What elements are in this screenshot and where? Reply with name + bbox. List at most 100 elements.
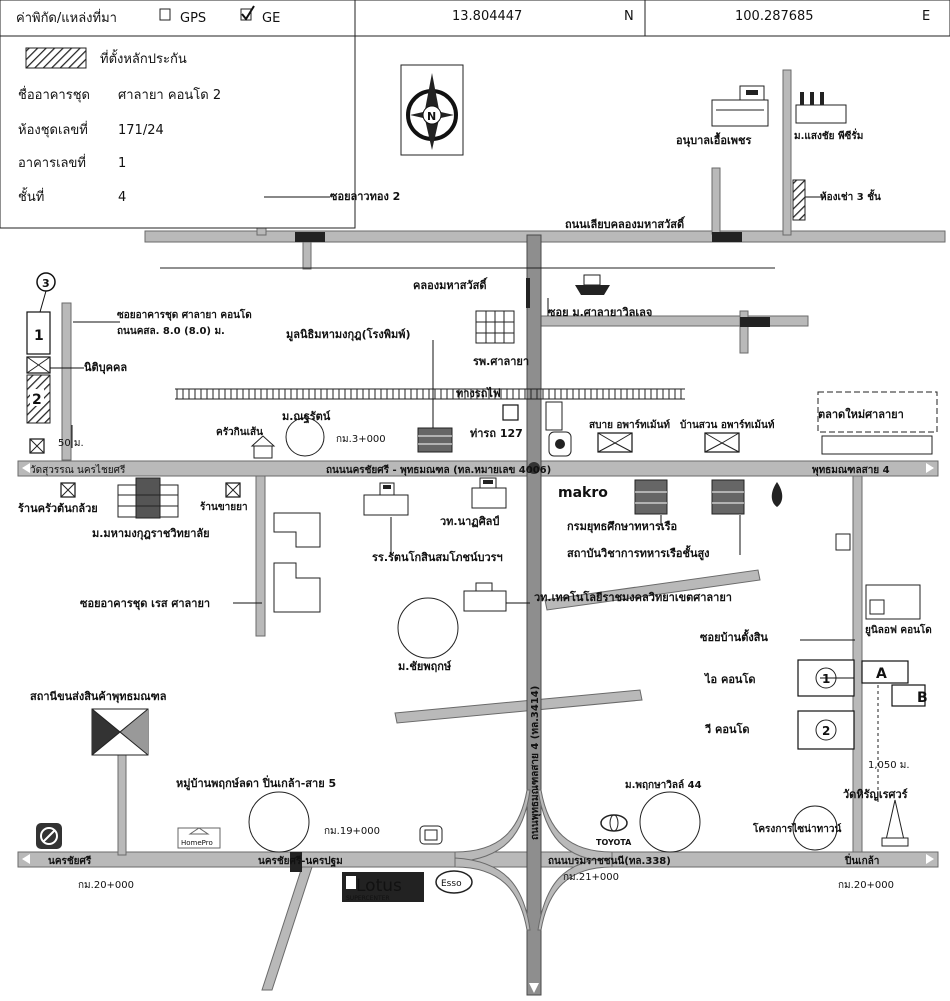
label-main-road: ถนนนครชัยศรี - พุทธมณฑล (ทล.หมายเลข 4006…: [326, 464, 551, 476]
info-row-value: 1: [118, 156, 126, 171]
label-soi-salaya-village: ซอย ม.ศาลายาวิลเลจ: [548, 306, 652, 319]
label-rph-salaya: รพ.ศาลายา: [473, 355, 529, 368]
label-khrua-kin-sen: ครัวกินเส้น: [216, 426, 263, 438]
circle-1-label: 1: [822, 672, 830, 686]
roads: [17, 69, 946, 996]
ge-label: GE: [262, 11, 280, 26]
road-soi-anuban: [711, 167, 721, 235]
label-liap-khlong: ถนนเลียบคลองมหาสวัสดิ์: [565, 216, 686, 231]
canal-and-rail: [160, 267, 775, 400]
gps-checkbox[interactable]: [159, 8, 171, 21]
road-soi-hong-chao: [782, 69, 792, 236]
legend-label: ที่ตั้งหลักประกัน: [100, 49, 187, 67]
compass-icon: N: [400, 64, 464, 156]
label-rail: ทางรถไฟ: [456, 386, 501, 400]
label-khrongkan: โครงการไซน่าทาวน์: [752, 822, 841, 835]
apartment-icon: [704, 432, 740, 453]
toyota-logo-icon: TOYOTA: [596, 814, 632, 847]
shop-icon: [60, 482, 76, 498]
label-sai4: พุทธมณฑลสาย 4: [812, 465, 890, 476]
coord-label: ค่าพิกัด/แหล่งที่มา: [16, 9, 117, 26]
building-a-box: [861, 660, 909, 684]
lon-value: 100.287685: [735, 9, 814, 24]
hospital-icon: [475, 310, 515, 344]
road-phutthamonthon-sai4: [526, 234, 542, 996]
label-borommaratchachonnani: ถนนบรมราชชนนี(ทล.338): [548, 855, 671, 867]
homepro-label: HomePro: [181, 839, 213, 847]
label-m-mahamongkut: ม.มหามงกุฎราชวิทยาลัย: [92, 527, 210, 541]
esso-logo-icon: Esso: [435, 870, 473, 894]
label-soi-ban-tang-sin: ซอยบ้านตั้งสิน: [700, 629, 768, 644]
label-talat-mai: ตลาดใหม่ศาลายา: [818, 407, 904, 421]
info-row-value: 4: [118, 190, 126, 205]
lat-dir: N: [624, 9, 634, 24]
info-row-value: 171/24: [118, 123, 164, 138]
label-m-chaiyaphruek: ม.ชัยพฤกษ์: [398, 660, 452, 673]
hatch-legend-icon: [25, 47, 87, 69]
label-nitibukkhon: นิติบุคคล: [84, 361, 127, 375]
road-interchange-left: [454, 789, 531, 863]
info-row-label: อาคารเลขที่: [18, 154, 86, 171]
village-circle: [248, 791, 310, 853]
label-ban-suan: บ้านสวน อพาร์ทเม้นท์: [680, 419, 775, 431]
navy-building-icon: [711, 479, 745, 515]
apartment-icon: [597, 432, 633, 453]
label-sathani: สถานีขนส่งสินค้าพุทธมณฑล: [30, 690, 167, 704]
lon-dir: E: [922, 9, 930, 24]
village-circle: [397, 597, 459, 659]
condo-rise-outline: [273, 512, 321, 548]
label-soi-condo-salaya: ซอยอาคารชุด ศาลายา คอนโด: [117, 308, 252, 321]
building-b-box: [891, 684, 926, 707]
circle-2-label: 2: [822, 724, 830, 738]
label-nakhon-chaisi-sai: นครชัยศรี-นครปฐม: [258, 855, 343, 867]
road-diag-southwest: [261, 866, 313, 991]
road-soi-stub-1: [739, 310, 749, 354]
boat-icon: [575, 274, 610, 295]
label-hong-chao: ห้องเช่า 3 ชั้น: [820, 189, 881, 203]
label-ran-khrua: ร้านครัวต้นกล้วย: [18, 502, 98, 515]
toyota-label: TOYOTA: [596, 838, 632, 847]
label-soi-lao-thong: ซอยลาวทอง 2: [330, 190, 400, 203]
school-building-icon: [711, 85, 769, 127]
road-arrows: [22, 463, 934, 993]
lat-value: 13.804447: [452, 9, 522, 24]
lotus-label: Lotus: [356, 876, 402, 896]
marker-3-label: 3: [42, 277, 50, 290]
bridges: [290, 232, 770, 872]
school-icon: [363, 482, 409, 516]
gps-label: GPS: [180, 11, 206, 26]
factory-icon: [795, 92, 847, 124]
leader-lines: [50, 196, 855, 679]
road-interchange-left-low: [454, 857, 531, 931]
road-main-4006: [17, 460, 939, 477]
label-m-nattharat: ม.ณฐรัตน์: [282, 410, 331, 424]
road-diag-right: [544, 569, 761, 611]
label-mu-ban-phruksa: หมู่บ้านพฤกษ์ลดา ปิ่นเกล้า-สาย 5: [176, 775, 336, 791]
label-km-21000: กม.21+000: [563, 872, 619, 883]
label-soi-rise: ซอยอาคารชุด เรส ศาลายา: [80, 597, 210, 611]
lotus-logo-icon: Lotus SUPERCENTER: [342, 872, 424, 902]
house-icon: [250, 435, 276, 459]
bus-station-box: [502, 404, 519, 421]
info-row-value: ศาลายา คอนโด 2: [118, 87, 221, 103]
village-circle: [792, 805, 838, 851]
label-wat-hiran: วัดหิรัญเรศวร์: [843, 788, 908, 801]
hong-chao-building: [792, 179, 806, 221]
road-left-vertical: [61, 302, 72, 461]
label-km-19000: กม.19+000: [324, 826, 380, 837]
label-thanon-khso: ถนนคสล. 8.0 (8.0) ม.: [117, 326, 225, 337]
honda-logo-icon: [419, 825, 443, 845]
convenience-store-icon: [835, 533, 851, 551]
label-anuban: อนุบาลเอื้อเพชร: [676, 132, 751, 148]
label-kromyutha: กรมยุทธศึกษาทหารเรือ: [567, 520, 677, 534]
village-circle: [639, 791, 701, 853]
compass-letter: N: [427, 110, 436, 123]
supercenter-label: SUPERCENTER: [346, 895, 390, 902]
building-1-label: 1: [34, 328, 44, 344]
condo-building-1: [26, 311, 51, 355]
road-soi-rise: [255, 475, 266, 637]
label-rr-rattanakosin: รร.รัตนโกสินสมโภชน์บวรฯ: [372, 550, 503, 564]
info-row-label: ชื่ออาคารชุด: [18, 86, 90, 103]
market-box: [817, 391, 938, 433]
